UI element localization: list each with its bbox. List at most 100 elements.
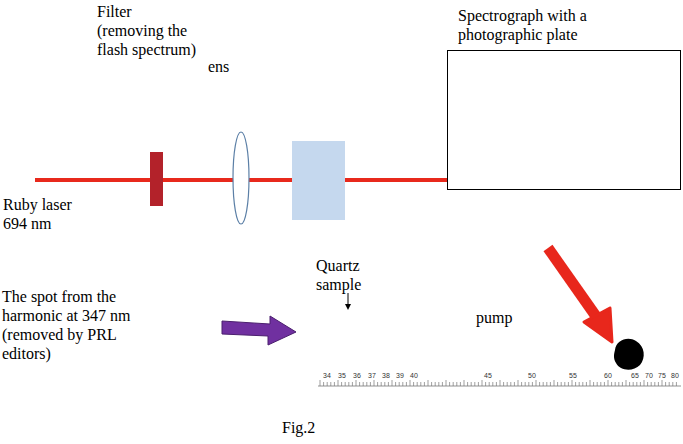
scale-tick bbox=[323, 382, 324, 386]
scale-tick bbox=[564, 382, 565, 386]
scale-tick bbox=[471, 382, 472, 386]
scale-tick bbox=[507, 382, 508, 386]
scale-tick bbox=[633, 382, 634, 386]
lens bbox=[233, 132, 249, 224]
scale-tick bbox=[388, 382, 389, 386]
pump-spot bbox=[614, 339, 644, 370]
scale-tick bbox=[636, 382, 637, 386]
filter-label: Filter (removing the flash spectrum) bbox=[97, 2, 197, 59]
scale-number: 80 bbox=[671, 372, 679, 380]
spectrograph-box: Spectrograph with a photographic plate bbox=[447, 6, 681, 190]
scale-tick bbox=[359, 382, 360, 386]
scale-tick bbox=[500, 380, 501, 386]
scale-tick bbox=[460, 382, 461, 386]
scale-tick bbox=[492, 382, 493, 386]
scale-tick bbox=[518, 380, 519, 386]
scale-tick bbox=[366, 382, 367, 386]
scale-tick bbox=[334, 382, 335, 386]
scale-tick bbox=[626, 380, 627, 386]
scale-tick bbox=[363, 382, 364, 386]
scale-tick bbox=[356, 380, 357, 386]
figure-caption: Fig.2 bbox=[282, 418, 315, 437]
scale-number: 34 bbox=[323, 372, 331, 380]
scale-tick bbox=[600, 382, 601, 386]
scale-tick bbox=[543, 382, 544, 386]
scale-tick bbox=[622, 382, 623, 386]
scale-tick bbox=[644, 380, 645, 386]
scale-tick bbox=[672, 382, 673, 386]
scale-tick bbox=[435, 382, 436, 386]
scale-tick bbox=[525, 382, 526, 386]
scale-number: 45 bbox=[484, 372, 492, 380]
scale-number: 65 bbox=[631, 372, 639, 380]
scale-tick bbox=[579, 382, 580, 386]
scale-tick bbox=[370, 382, 371, 386]
scale-tick bbox=[489, 382, 490, 386]
scale-number: 50 bbox=[528, 372, 536, 380]
scale-tick bbox=[478, 382, 479, 386]
scale-tick bbox=[575, 382, 576, 386]
scale-tick bbox=[402, 382, 403, 386]
scale-tick bbox=[654, 382, 655, 386]
scale-tick bbox=[320, 380, 321, 386]
scale-tick bbox=[330, 382, 331, 386]
scale-number: 38 bbox=[382, 372, 390, 380]
pointer-arrow bbox=[348, 293, 349, 305]
scale-tick bbox=[582, 382, 583, 386]
scale-tick bbox=[474, 382, 475, 386]
scale-tick bbox=[550, 382, 551, 386]
scale-tick bbox=[428, 380, 429, 386]
harmonic-arrow bbox=[222, 316, 296, 345]
scale-tick bbox=[629, 382, 630, 386]
scale-tick bbox=[539, 382, 540, 386]
scale-number: 39 bbox=[396, 372, 404, 380]
scale-tick bbox=[377, 382, 378, 386]
scale-tick bbox=[514, 382, 515, 386]
scale-tick bbox=[327, 382, 328, 386]
scale-tick bbox=[424, 382, 425, 386]
scale-tick bbox=[618, 382, 619, 386]
scale-tick bbox=[410, 380, 411, 386]
scale-tick bbox=[590, 380, 591, 386]
scale-tick bbox=[338, 380, 339, 386]
scale-tick bbox=[420, 382, 421, 386]
scale-tick bbox=[442, 382, 443, 386]
scale-tick bbox=[345, 382, 346, 386]
scale-tick bbox=[662, 380, 663, 386]
scale-tick bbox=[640, 382, 641, 386]
scale-tick bbox=[546, 382, 547, 386]
scale-tick bbox=[557, 382, 558, 386]
scale-tick bbox=[485, 382, 486, 386]
scale-tick bbox=[449, 382, 450, 386]
scale-tick bbox=[658, 382, 659, 386]
scale-tick bbox=[406, 382, 407, 386]
scale-tick bbox=[611, 382, 612, 386]
scale-tick bbox=[669, 382, 670, 386]
scale-tick bbox=[521, 382, 522, 386]
scale-number: 75 bbox=[658, 372, 666, 380]
filter bbox=[150, 152, 163, 206]
scale-number: 70 bbox=[645, 372, 653, 380]
scale-number: 60 bbox=[604, 372, 612, 380]
scale-tick bbox=[431, 382, 432, 386]
scale-tick bbox=[615, 382, 616, 386]
scale-number: 40 bbox=[410, 372, 418, 380]
scale-tick bbox=[467, 382, 468, 386]
scale-tick bbox=[384, 382, 385, 386]
scale-tick bbox=[593, 382, 594, 386]
scale-number: 36 bbox=[353, 372, 361, 380]
pump-arrow bbox=[548, 248, 612, 342]
laser-label: Ruby laser 694 nm bbox=[3, 195, 73, 233]
scale-tick bbox=[341, 382, 342, 386]
scale-tick bbox=[482, 380, 483, 386]
scale-number: 55 bbox=[569, 372, 577, 380]
scale-ticks bbox=[318, 380, 681, 386]
scale-tick bbox=[608, 380, 609, 386]
scale-tick bbox=[568, 382, 569, 386]
scale-tick bbox=[532, 382, 533, 386]
scale-tick bbox=[554, 380, 555, 386]
scale-tick bbox=[647, 382, 648, 386]
scale-tick bbox=[651, 382, 652, 386]
pointer-head bbox=[345, 304, 351, 310]
scale-tick bbox=[597, 382, 598, 386]
